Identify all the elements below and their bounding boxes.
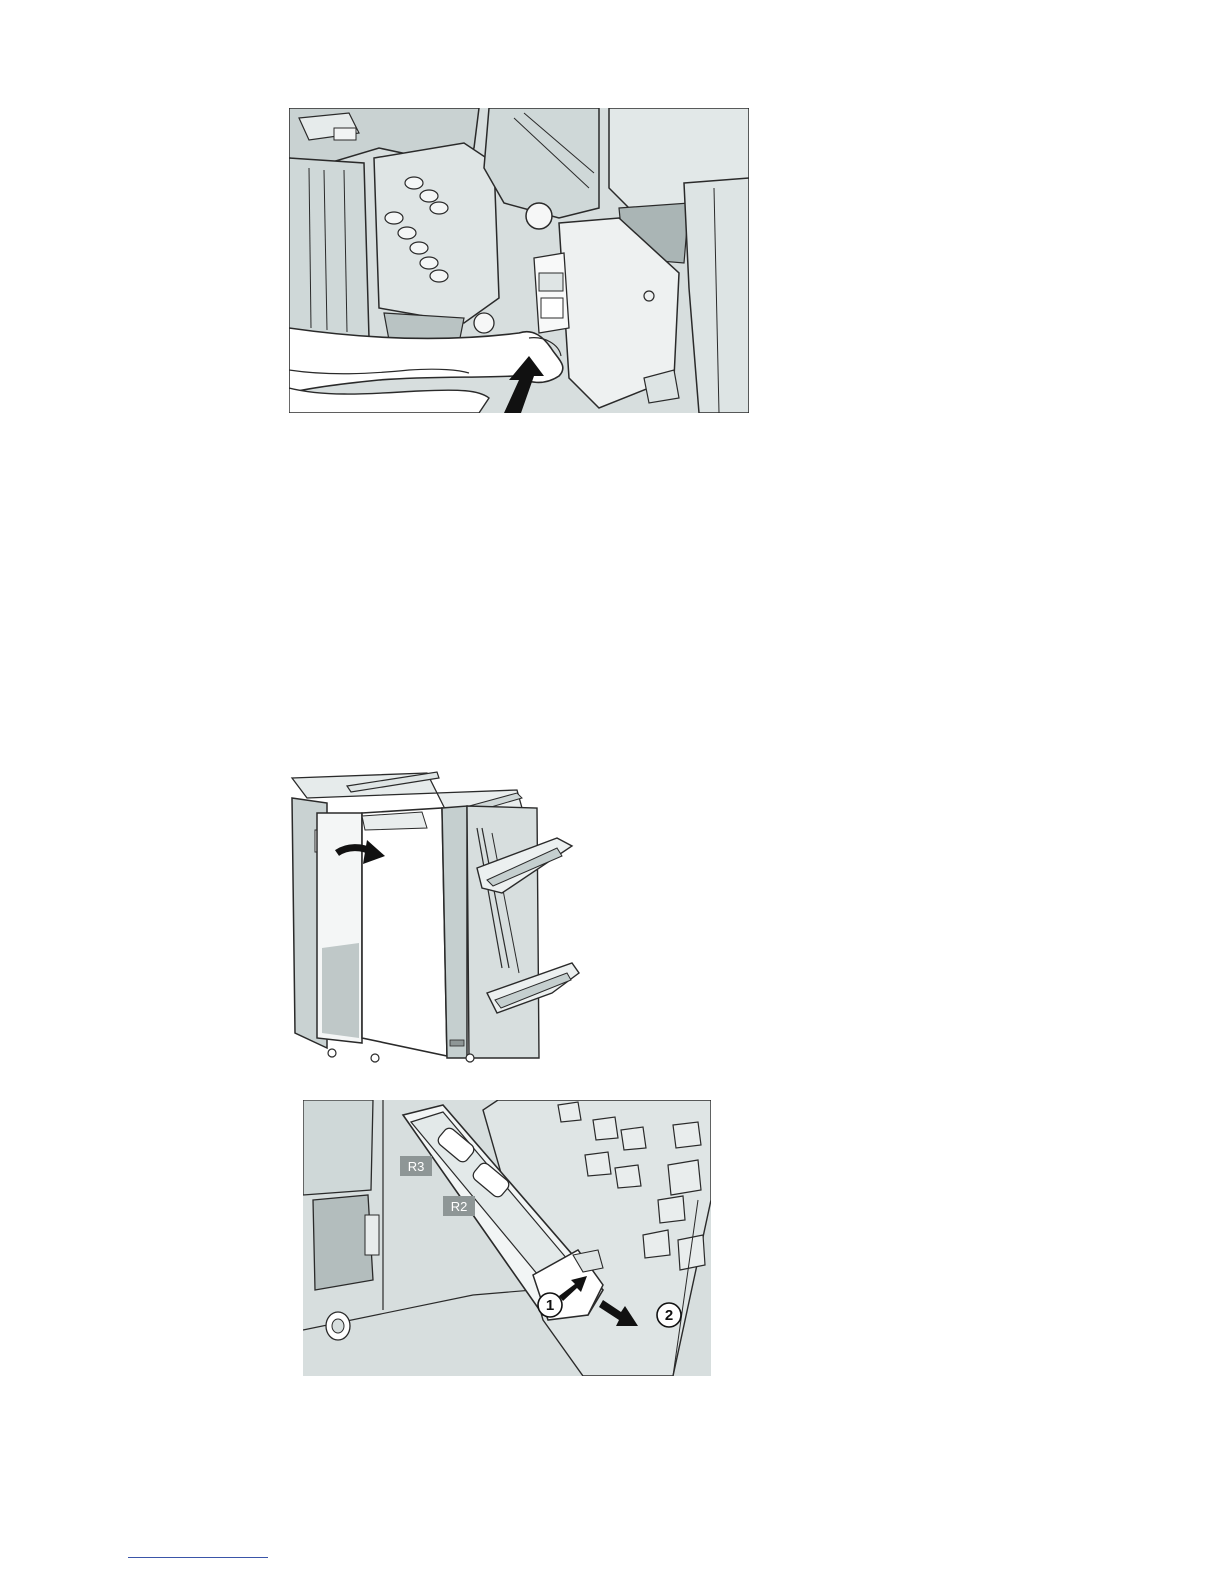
finisher-illustration (287, 768, 587, 1063)
tag-r3: R3 (408, 1159, 425, 1174)
staple-cartridge-illustration (289, 108, 749, 413)
cartridge-removal-illustration: R3 R2 1 2 (303, 1100, 711, 1376)
step-1-number: 1 (546, 1297, 554, 1314)
footer-rule (128, 1557, 268, 1558)
tag-r2: R2 (451, 1199, 468, 1214)
step-2-number: 2 (665, 1307, 673, 1324)
